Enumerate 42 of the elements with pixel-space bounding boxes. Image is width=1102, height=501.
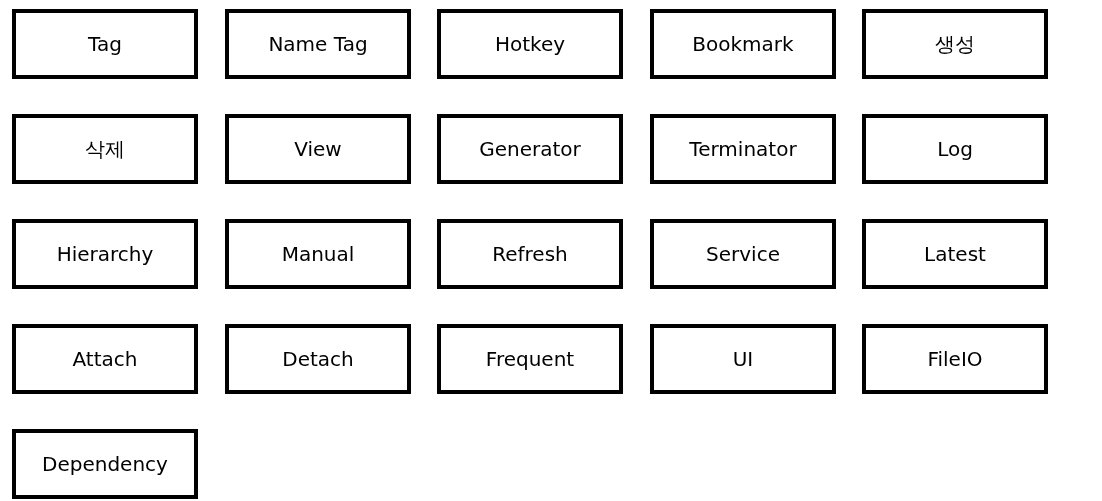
box-label: Dependency bbox=[42, 452, 168, 476]
label-box bbox=[650, 114, 836, 184]
label-box bbox=[437, 324, 623, 394]
label-box bbox=[225, 219, 411, 289]
box-label: Attach bbox=[72, 347, 138, 371]
box-label: Frequent bbox=[485, 347, 575, 371]
box-label: Refresh bbox=[492, 242, 568, 266]
label-box bbox=[437, 9, 623, 79]
box-label: Log bbox=[937, 137, 973, 161]
label-box bbox=[437, 114, 623, 184]
label-box bbox=[12, 9, 198, 79]
box-label: Manual bbox=[281, 242, 355, 266]
box-label: Detach bbox=[282, 347, 354, 371]
box-label: Bookmark bbox=[692, 32, 794, 56]
box-label: Hotkey bbox=[494, 32, 566, 56]
label-box bbox=[12, 324, 198, 394]
box-label: Name Tag bbox=[268, 32, 368, 56]
box-label: 생성 bbox=[935, 30, 975, 58]
label-box bbox=[12, 114, 198, 184]
label-box bbox=[225, 114, 411, 184]
box-label: UI bbox=[732, 347, 754, 371]
label-box bbox=[862, 9, 1048, 79]
box-label: Service bbox=[706, 242, 780, 266]
label-box bbox=[437, 219, 623, 289]
label-box bbox=[862, 114, 1048, 184]
label-box bbox=[12, 219, 198, 289]
label-box bbox=[12, 429, 198, 499]
label-box bbox=[862, 324, 1048, 394]
label-box bbox=[862, 219, 1048, 289]
box-label: Generator bbox=[479, 137, 581, 161]
box-label: View bbox=[294, 137, 342, 161]
box-label: 삭제 bbox=[85, 135, 125, 163]
box-label: FileIO bbox=[927, 347, 983, 371]
box-label: Terminator bbox=[689, 137, 797, 161]
label-box bbox=[650, 9, 836, 79]
label-box bbox=[225, 9, 411, 79]
box-label: Hierarchy bbox=[56, 242, 154, 266]
box-label: Latest bbox=[924, 242, 986, 266]
box-label: Tag bbox=[88, 32, 122, 56]
label-box bbox=[225, 324, 411, 394]
label-box bbox=[650, 219, 836, 289]
label-box bbox=[650, 324, 836, 394]
